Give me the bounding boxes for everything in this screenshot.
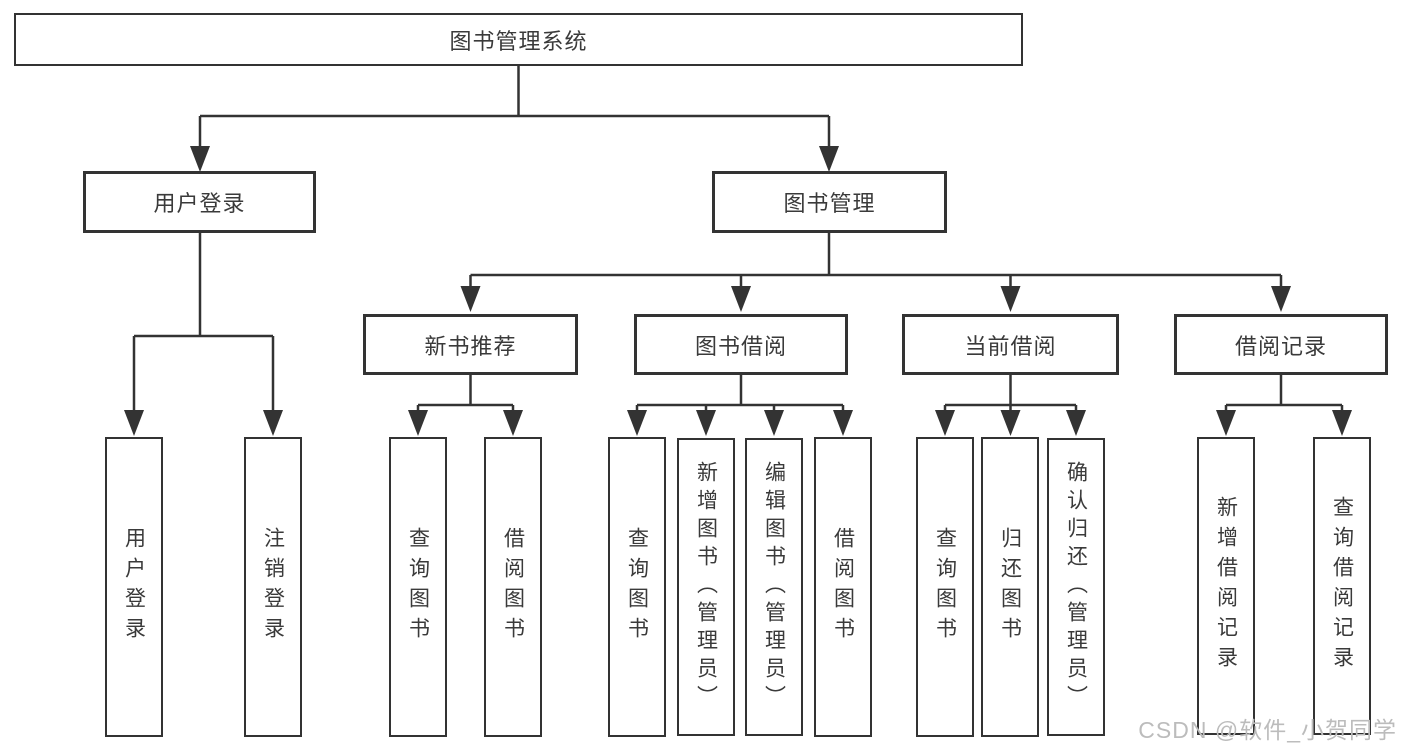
- csdn-watermark: CSDN @软件_小贺同学: [1138, 717, 1397, 743]
- leaf-borrow-books-recommend: 借阅图书: [484, 437, 542, 737]
- leaf-user-login: 用户登录: [105, 437, 163, 737]
- leaf-edit-books-admin: 编辑图书（管理员）: [745, 438, 803, 736]
- node-label: 用户登录: [153, 191, 246, 216]
- leaf-label: 借阅图书: [501, 527, 525, 647]
- node-label: 图书管理: [783, 191, 876, 216]
- leaf-add-borrow-record: 新增借阅记录: [1197, 437, 1255, 735]
- leaf-label: 借阅图书: [831, 527, 855, 647]
- leaf-query-books-current: 查询图书: [916, 437, 974, 737]
- node-new-book-recommend: 新书推荐: [363, 314, 578, 375]
- node-label: 图书借阅: [694, 333, 787, 359]
- leaf-query-borrow-record: 查询借阅记录: [1313, 437, 1371, 735]
- leaf-logout: 注销登录: [244, 437, 302, 737]
- leaf-label: 查询图书: [625, 527, 649, 647]
- leaf-confirm-return-admin: 确认归还（管理员）: [1047, 438, 1105, 736]
- leaf-label: 查询借阅记录: [1330, 496, 1354, 676]
- node-label: 新书推荐: [424, 333, 517, 359]
- leaf-label: 新增图书（管理员）: [694, 461, 718, 713]
- node-borrow-records: 借阅记录: [1174, 314, 1388, 375]
- leaf-return-books: 归还图书: [981, 437, 1039, 737]
- leaf-label: 新增借阅记录: [1214, 496, 1238, 676]
- node-library-management-system: 图书管理系统: [14, 13, 1023, 66]
- leaf-label: 编辑图书（管理员）: [762, 461, 786, 713]
- leaf-query-books-recommend: 查询图书: [389, 437, 447, 737]
- arrowheads: [124, 146, 1352, 436]
- node-label: 借阅记录: [1234, 333, 1327, 359]
- leaf-label: 查询图书: [933, 527, 957, 647]
- leaf-label: 用户登录: [122, 527, 146, 647]
- node-user-login: 用户登录: [83, 171, 316, 233]
- leaf-query-books-borrow: 查询图书: [608, 437, 666, 737]
- leaf-add-books-admin: 新增图书（管理员）: [677, 438, 735, 736]
- leaf-borrow-books: 借阅图书: [814, 437, 872, 737]
- leaf-label: 查询图书: [406, 527, 430, 647]
- leaf-label: 归还图书: [998, 527, 1022, 647]
- leaf-label: 注销登录: [261, 527, 285, 647]
- node-label: 当前借阅: [964, 333, 1057, 359]
- leaf-label: 确认归还（管理员）: [1064, 461, 1088, 713]
- node-book-borrow: 图书借阅: [634, 314, 848, 375]
- node-current-borrow: 当前借阅: [902, 314, 1119, 375]
- node-label: 图书管理系统: [449, 28, 588, 54]
- node-book-management: 图书管理: [712, 171, 947, 233]
